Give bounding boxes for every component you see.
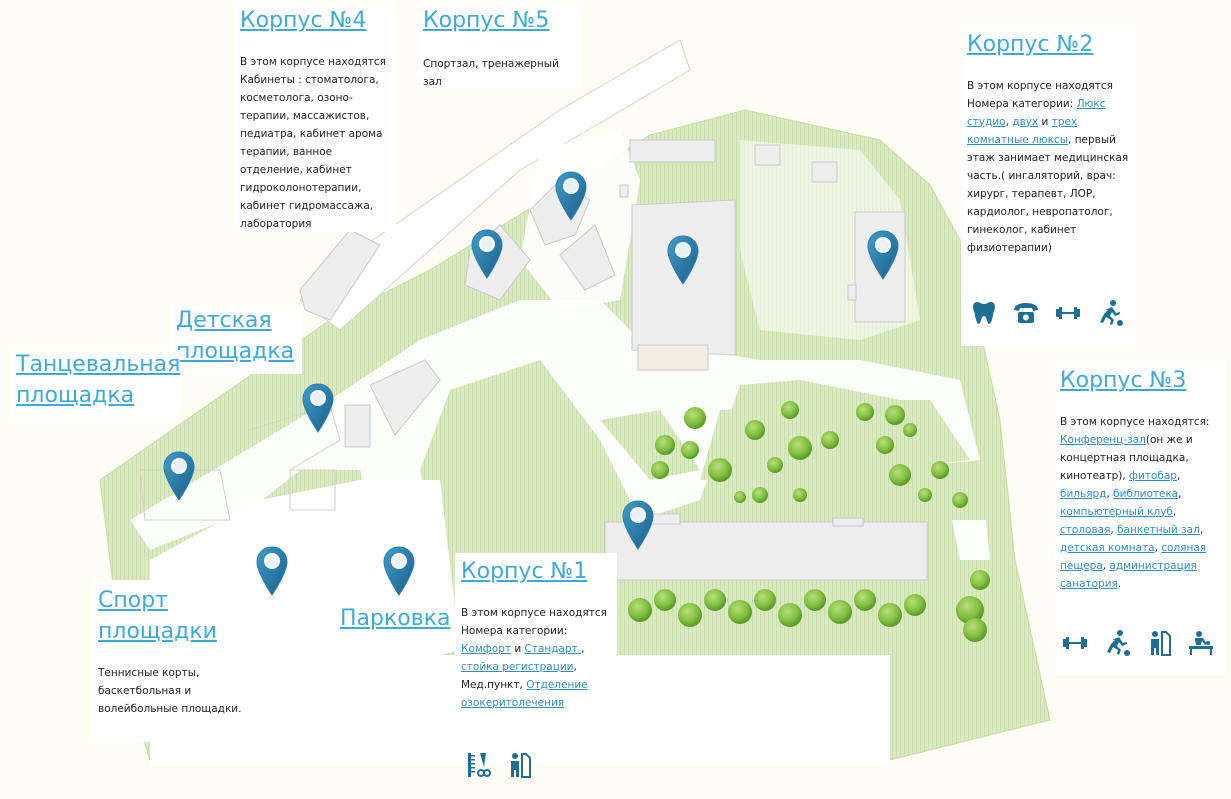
tree-row xyxy=(628,589,926,627)
panel-dance: Танцевальная площадка xyxy=(10,350,180,422)
k1-and: и xyxy=(514,642,522,655)
sport-text: Теннисные корты, баскетбольная и волейбо… xyxy=(98,666,242,715)
dance-title[interactable]: Танцевальная площадка xyxy=(16,352,181,408)
k2-and: и xyxy=(1041,115,1049,128)
map-pin-kids[interactable] xyxy=(301,382,335,434)
k3-icons xyxy=(1060,628,1228,658)
k2-suffix: , первый этаж занимает медицинская часть… xyxy=(967,133,1129,254)
panel-parking: Парковка xyxy=(336,602,455,637)
k3-link[interactable]: администрация санатория xyxy=(1060,559,1197,590)
building-k4 xyxy=(299,229,381,321)
k2-icons xyxy=(969,298,1137,328)
panel-k3: Корпус №3 В этом корпусе находятся: Конф… xyxy=(1054,362,1226,675)
football-player-icon[interactable] xyxy=(1095,298,1125,328)
k3-intro: В этом корпусе находятся: xyxy=(1060,415,1210,428)
k3-end: . xyxy=(1117,577,1122,590)
k1-medpunkt: , Мед.пункт, xyxy=(461,660,577,691)
dumbbell-icon[interactable] xyxy=(1060,628,1090,658)
k1-icons xyxy=(462,750,546,780)
k1-link-ozo[interactable]: Отделение озокеритолечения xyxy=(461,678,588,709)
k3-link[interactable]: соляная пещера xyxy=(1060,541,1207,572)
k1-link-standard[interactable]: Стандарт xyxy=(524,642,582,655)
comb-scissors-icon[interactable] xyxy=(462,750,492,780)
tooth-icon[interactable] xyxy=(969,298,999,328)
k1-title[interactable]: Корпус №1 xyxy=(461,559,588,584)
k3-conf-note: (он же и концертная площадка, кинотеатр)… xyxy=(1060,433,1193,482)
trees xyxy=(651,401,990,642)
k4-title[interactable]: Корпус №4 xyxy=(240,8,367,33)
k4-intro: В этом корпусе находятся xyxy=(240,55,386,68)
panel-kids: Детская площадка xyxy=(170,306,302,374)
k2-link-two[interactable]: двух xyxy=(1012,115,1039,128)
dumbbell-icon[interactable] xyxy=(1053,298,1083,328)
panel-k4: Корпус №4 В этом корпусе находятся Кабин… xyxy=(234,2,396,232)
building-k1 xyxy=(604,521,928,581)
k3-link[interactable]: детская комната xyxy=(1060,541,1155,554)
k3-link[interactable]: столовая xyxy=(1060,523,1111,536)
k3-link[interactable]: библиотека xyxy=(1113,487,1179,500)
k1-link-comfort[interactable]: Комфорт xyxy=(461,642,511,655)
k5-text: Спортзал, тренажерный зал xyxy=(423,57,559,88)
kids-title[interactable]: Детская площадка xyxy=(176,308,295,364)
map-pin-k4[interactable] xyxy=(554,170,588,222)
k3-link-conf[interactable]: Конференц-зал xyxy=(1060,433,1146,446)
k2-sep: , xyxy=(1005,115,1009,128)
k4-text: Кабинеты : стоматолога, косметолога, озо… xyxy=(240,73,383,230)
football-player-icon[interactable] xyxy=(1102,628,1132,658)
sauna-icon[interactable] xyxy=(1144,628,1174,658)
path-network xyxy=(130,300,990,560)
sauna-icon[interactable] xyxy=(504,750,534,780)
panel-k1: Корпус №1 В этом корпусе находятся Номер… xyxy=(455,553,617,726)
k1-prefix: Номера категории: xyxy=(461,624,568,637)
panel-k2: Корпус №2 В этом корпусе находятся Номер… xyxy=(961,26,1135,346)
map-pin-dance[interactable] xyxy=(162,450,196,502)
k3-link[interactable]: фитобар xyxy=(1129,469,1177,482)
k2-prefix: Номера категории: xyxy=(967,97,1074,110)
map-pin-k5[interactable] xyxy=(470,228,504,280)
k2-link-three[interactable]: трех комнатные люксы xyxy=(967,115,1078,146)
k2-link-lux-studio[interactable]: Люкс студио xyxy=(967,97,1106,128)
k3-link[interactable]: компьютерный клуб xyxy=(1060,505,1173,518)
k5-title[interactable]: Корпус №5 xyxy=(423,8,550,33)
k3-link[interactable]: банкетный зал xyxy=(1117,523,1200,536)
sport-title[interactable]: Спорт площадки xyxy=(98,588,217,644)
k2-intro: В этом корпусе находятся xyxy=(967,79,1113,92)
phone-icon[interactable] xyxy=(1011,298,1041,328)
k2-title[interactable]: Корпус №2 xyxy=(967,32,1094,57)
map-pin-k2[interactable] xyxy=(866,229,900,281)
k1-intro: В этом корпусе находятся xyxy=(461,606,607,619)
map-pin-parking[interactable] xyxy=(382,545,416,597)
map-pin-k1[interactable] xyxy=(621,499,655,551)
panel-sport: Спорт площадки Теннисные корты, баскетбо… xyxy=(92,580,252,742)
panel-k5: Корпус №5 Спортзал, тренажерный зал xyxy=(417,2,579,88)
k3-link[interactable]: бильярд xyxy=(1060,487,1107,500)
k1-link-reg[interactable]: стойка регистрации xyxy=(461,660,574,673)
massage-icon[interactable] xyxy=(1186,628,1216,658)
map-pin-sport[interactable] xyxy=(255,545,289,597)
parking-title[interactable]: Парковка xyxy=(340,606,451,631)
k3-title[interactable]: Корпус №3 xyxy=(1060,368,1187,393)
map-pin-main[interactable] xyxy=(666,234,700,286)
